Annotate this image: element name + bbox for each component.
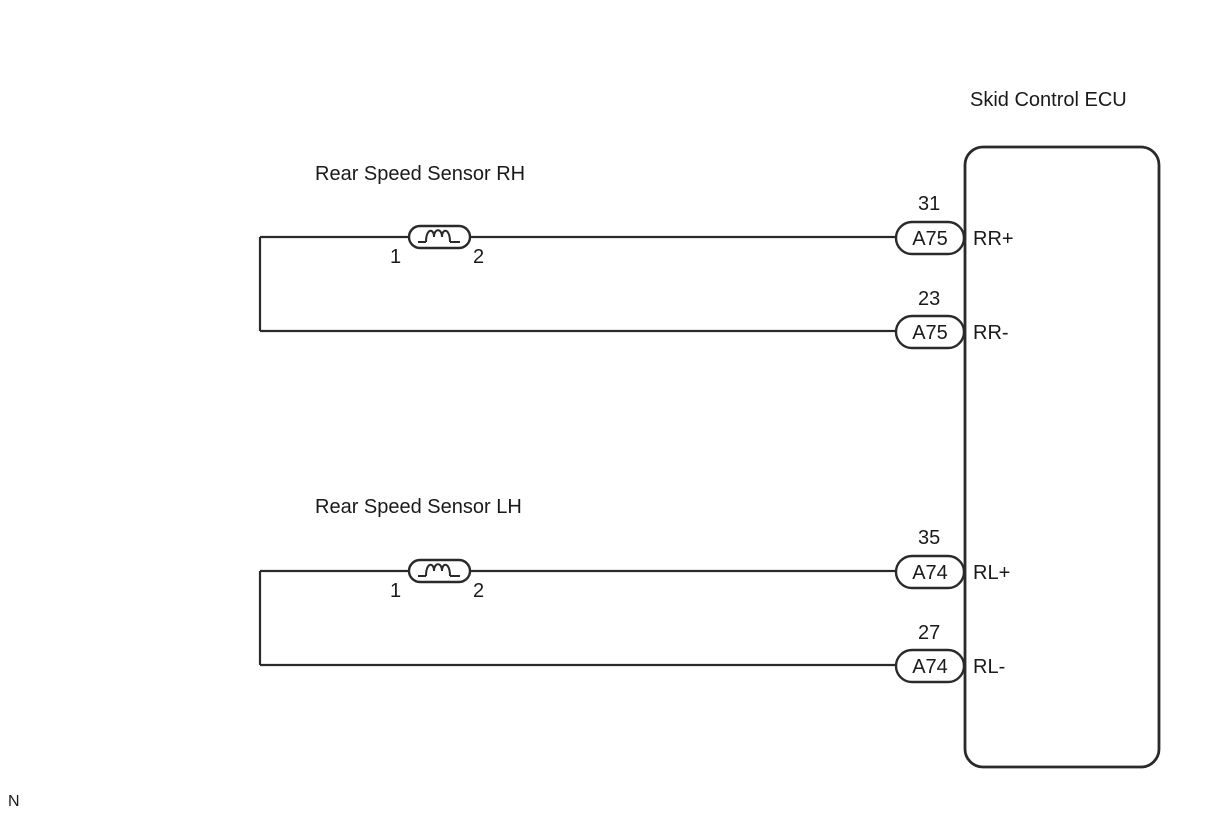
terminal-rr-minus-pin: 23 <box>918 288 940 310</box>
sensor-rh-coil-icon <box>407 224 472 250</box>
sensor-lh-label: Rear Speed Sensor LH <box>315 496 522 518</box>
terminal-rl-plus-connector: A74 <box>912 562 948 584</box>
sensor-rh-label: Rear Speed Sensor RH <box>315 163 525 185</box>
terminal-rl-minus-signal: RL- <box>973 656 1005 678</box>
terminal-rl-plus-signal: RL+ <box>973 562 1010 584</box>
terminal-rl-minus-connector: A74 <box>912 656 948 678</box>
terminal-rr-plus-pin: 31 <box>918 193 940 215</box>
terminal-rl-plus-pin: 35 <box>918 527 940 549</box>
sensor-lh-pin-1: 1 <box>390 580 401 602</box>
connector-a75-rr-minus <box>894 314 966 350</box>
terminal-rl-minus-pin: 27 <box>918 622 940 644</box>
connector-a74-rl-minus <box>894 648 966 684</box>
sensor-lh-coil-icon <box>407 558 472 584</box>
terminal-rr-plus-signal: RR+ <box>973 228 1014 250</box>
footer-mark: N <box>8 793 20 810</box>
connector-a75-rr-plus <box>894 220 966 256</box>
terminal-rr-plus-connector: A75 <box>912 228 948 250</box>
ecu-box <box>963 145 1161 769</box>
sensor-rh-pin-2: 2 <box>473 246 484 268</box>
connector-a74-rl-plus <box>894 554 966 590</box>
sensor-lh-pin-2: 2 <box>473 580 484 602</box>
terminal-rr-minus-signal: RR- <box>973 322 1009 344</box>
ecu-title: Skid Control ECU <box>970 89 1127 111</box>
sensor-rh-pin-1: 1 <box>390 246 401 268</box>
terminal-rr-minus-connector: A75 <box>912 322 948 344</box>
